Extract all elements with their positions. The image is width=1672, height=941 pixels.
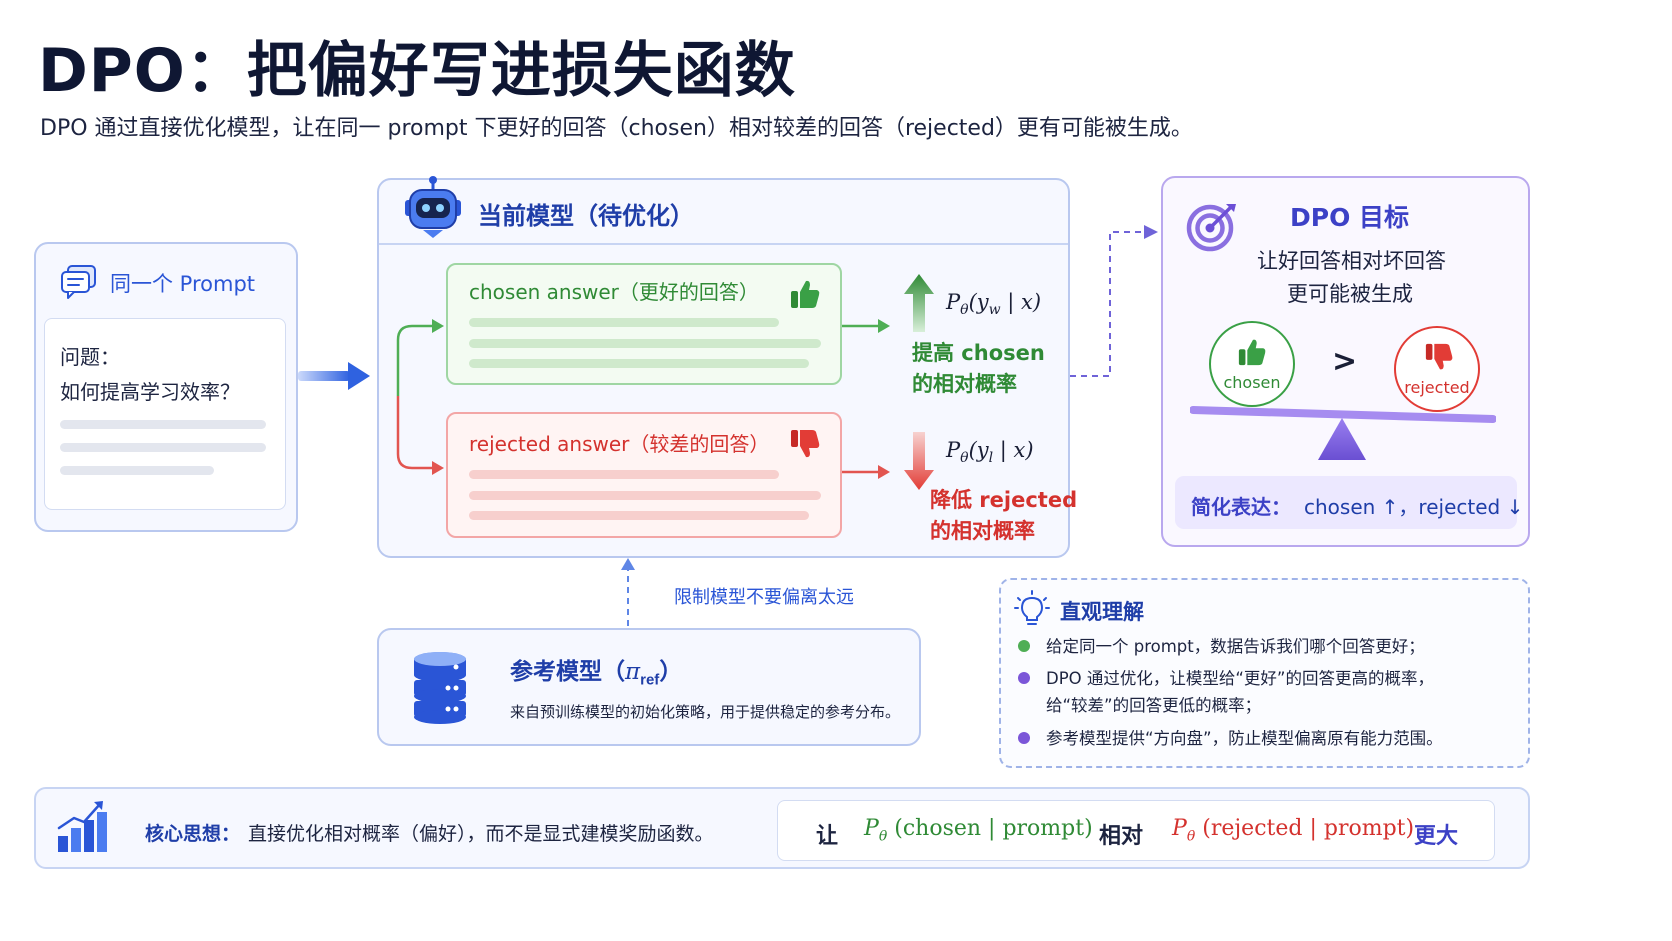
reference-title-text: 参考模型（ bbox=[510, 659, 625, 685]
purple-bullet bbox=[1018, 672, 1030, 684]
formula-prompt-2: prompt bbox=[1323, 816, 1406, 841]
decrease-rejected-text: 降低 rejected 的相对概率 bbox=[930, 485, 1077, 547]
objective-formula-box bbox=[777, 800, 1495, 861]
summary-label: 简化表达： bbox=[1191, 495, 1291, 519]
question-box bbox=[44, 318, 286, 510]
formula-larger: 更大 bbox=[1414, 824, 1459, 849]
increase-arrow-icon bbox=[904, 274, 934, 332]
core-idea-label: 核心思想： bbox=[145, 823, 241, 845]
robot-icon bbox=[405, 176, 461, 238]
summary-box bbox=[1175, 476, 1517, 529]
question-text: 如何提高学习效率？ bbox=[60, 380, 240, 404]
reference-model-panel bbox=[377, 628, 921, 746]
database-icon bbox=[414, 652, 466, 724]
reference-title-sub: ref bbox=[640, 671, 660, 689]
panel-divider bbox=[379, 243, 1068, 245]
formula-let: 让 bbox=[816, 824, 839, 849]
placeholder-line bbox=[469, 359, 809, 368]
constraint-label: 限制模型不要偏离太远 bbox=[674, 587, 854, 608]
increase-chosen-text: 提高 chosen 的相对概率 bbox=[912, 338, 1045, 400]
reference-model-title: 参考模型（πref） bbox=[510, 652, 682, 689]
placeholder-line bbox=[469, 511, 809, 520]
rejected-weight-label: rejected bbox=[1404, 378, 1470, 397]
intuition-item: 参考模型提供“方向盘”，防止模型偏离原有能力范围。 bbox=[1046, 729, 1443, 748]
decrease-line-2: 的相对概率 bbox=[930, 519, 1035, 543]
chat-bubble-icon bbox=[61, 265, 96, 299]
thumbs-up-icon bbox=[1238, 339, 1266, 366]
growth-chart-icon bbox=[57, 801, 107, 852]
rejected-weight: rejected bbox=[1394, 326, 1480, 412]
placeholder-line bbox=[60, 443, 266, 452]
rejected-answer-label: rejected answer（较差的回答） bbox=[469, 432, 770, 456]
seesaw-illustration bbox=[1190, 406, 1496, 460]
rejected-prob-arrow bbox=[842, 465, 890, 479]
question-label: 问题： bbox=[60, 345, 120, 369]
thumbs-down-icon bbox=[791, 430, 820, 458]
placeholder-line bbox=[469, 470, 779, 479]
placeholder-line bbox=[469, 491, 821, 500]
current-model-title: 当前模型（待优化） bbox=[478, 202, 694, 230]
rejected-probability: Pθ(yl | x) bbox=[946, 438, 1034, 467]
intuition-panel bbox=[999, 578, 1530, 768]
rejected-prob-subscript: l bbox=[988, 450, 994, 467]
increase-line-2: 的相对概率 bbox=[912, 372, 1017, 396]
chosen-weight: chosen bbox=[1209, 321, 1295, 407]
prompt-panel-title: 同一个 Prompt bbox=[110, 272, 256, 296]
goal-line-2: 更可能被生成 bbox=[1287, 282, 1413, 306]
decrease-line-1: 降低 rejected bbox=[930, 488, 1078, 512]
core-idea-text: 直接优化相对概率（偏好），而不是显式建模奖励函数。 bbox=[248, 823, 714, 845]
formula-rejected-arg: rejected bbox=[1210, 816, 1303, 841]
intuition-item: 给“较差”的回答更低的概率； bbox=[1046, 696, 1262, 715]
formula-relative: 相对 bbox=[1099, 824, 1144, 849]
placeholder-line bbox=[60, 466, 214, 475]
intuition-title: 直观理解 bbox=[1060, 600, 1144, 624]
formula-prompt-1: prompt bbox=[1002, 816, 1085, 841]
constraint-arrow bbox=[621, 558, 635, 626]
greater-than-sign: > bbox=[1332, 344, 1358, 379]
summary-text: chosen ↑，rejected ↓ bbox=[1304, 495, 1524, 519]
decrease-arrow-icon bbox=[904, 432, 934, 490]
lightbulb-icon bbox=[1014, 590, 1050, 625]
page-subtitle: DPO 通过直接优化模型，让在同一 prompt 下更好的回答（chosen）相… bbox=[40, 116, 1193, 141]
reference-title-close: ） bbox=[659, 659, 683, 685]
branch-arrows bbox=[396, 319, 444, 475]
page-title: DPO：把偏好写进损失函数 bbox=[38, 36, 796, 106]
chosen-weight-label: chosen bbox=[1223, 373, 1281, 392]
chosen-probability: Pθ(yw | x) bbox=[946, 290, 1042, 319]
placeholder-line bbox=[469, 339, 821, 348]
placeholder-line bbox=[60, 420, 266, 429]
target-icon bbox=[1186, 204, 1236, 252]
chosen-prob-subscript: w bbox=[988, 302, 1001, 319]
prompt-to-model-arrow bbox=[298, 362, 370, 390]
chosen-prob-arrow bbox=[842, 319, 890, 333]
thumbs-down-icon bbox=[1425, 343, 1453, 370]
increase-line-1: 提高 chosen bbox=[912, 341, 1045, 365]
formula-chosen-prob: Pθ (chosen | prompt) bbox=[864, 816, 1093, 845]
purple-bullet bbox=[1018, 732, 1030, 744]
green-bullet bbox=[1018, 640, 1030, 652]
chosen-answer-label: chosen answer（更好的回答） bbox=[469, 280, 759, 304]
model-to-goal-connector bbox=[1070, 225, 1158, 377]
reference-title-pi: π bbox=[625, 659, 641, 685]
intuition-item: DPO 通过优化，让模型给“更好”的回答更高的概率， bbox=[1046, 669, 1434, 688]
placeholder-line bbox=[469, 318, 779, 327]
formula-chosen-arg: chosen bbox=[902, 816, 982, 841]
goal-line-1: 让好回答相对坏回答 bbox=[1257, 249, 1446, 273]
reference-model-description: 来自预训练模型的初始化策略，用于提供稳定的参考分布。 bbox=[510, 703, 901, 721]
formula-rejected-prob: Pθ (rejected | prompt) bbox=[1172, 816, 1415, 845]
dpo-goal-title: DPO 目标 bbox=[1290, 203, 1410, 232]
thumbs-up-icon bbox=[791, 280, 820, 308]
intuition-item: 给定同一个 prompt，数据告诉我们哪个回答更好； bbox=[1046, 637, 1425, 656]
